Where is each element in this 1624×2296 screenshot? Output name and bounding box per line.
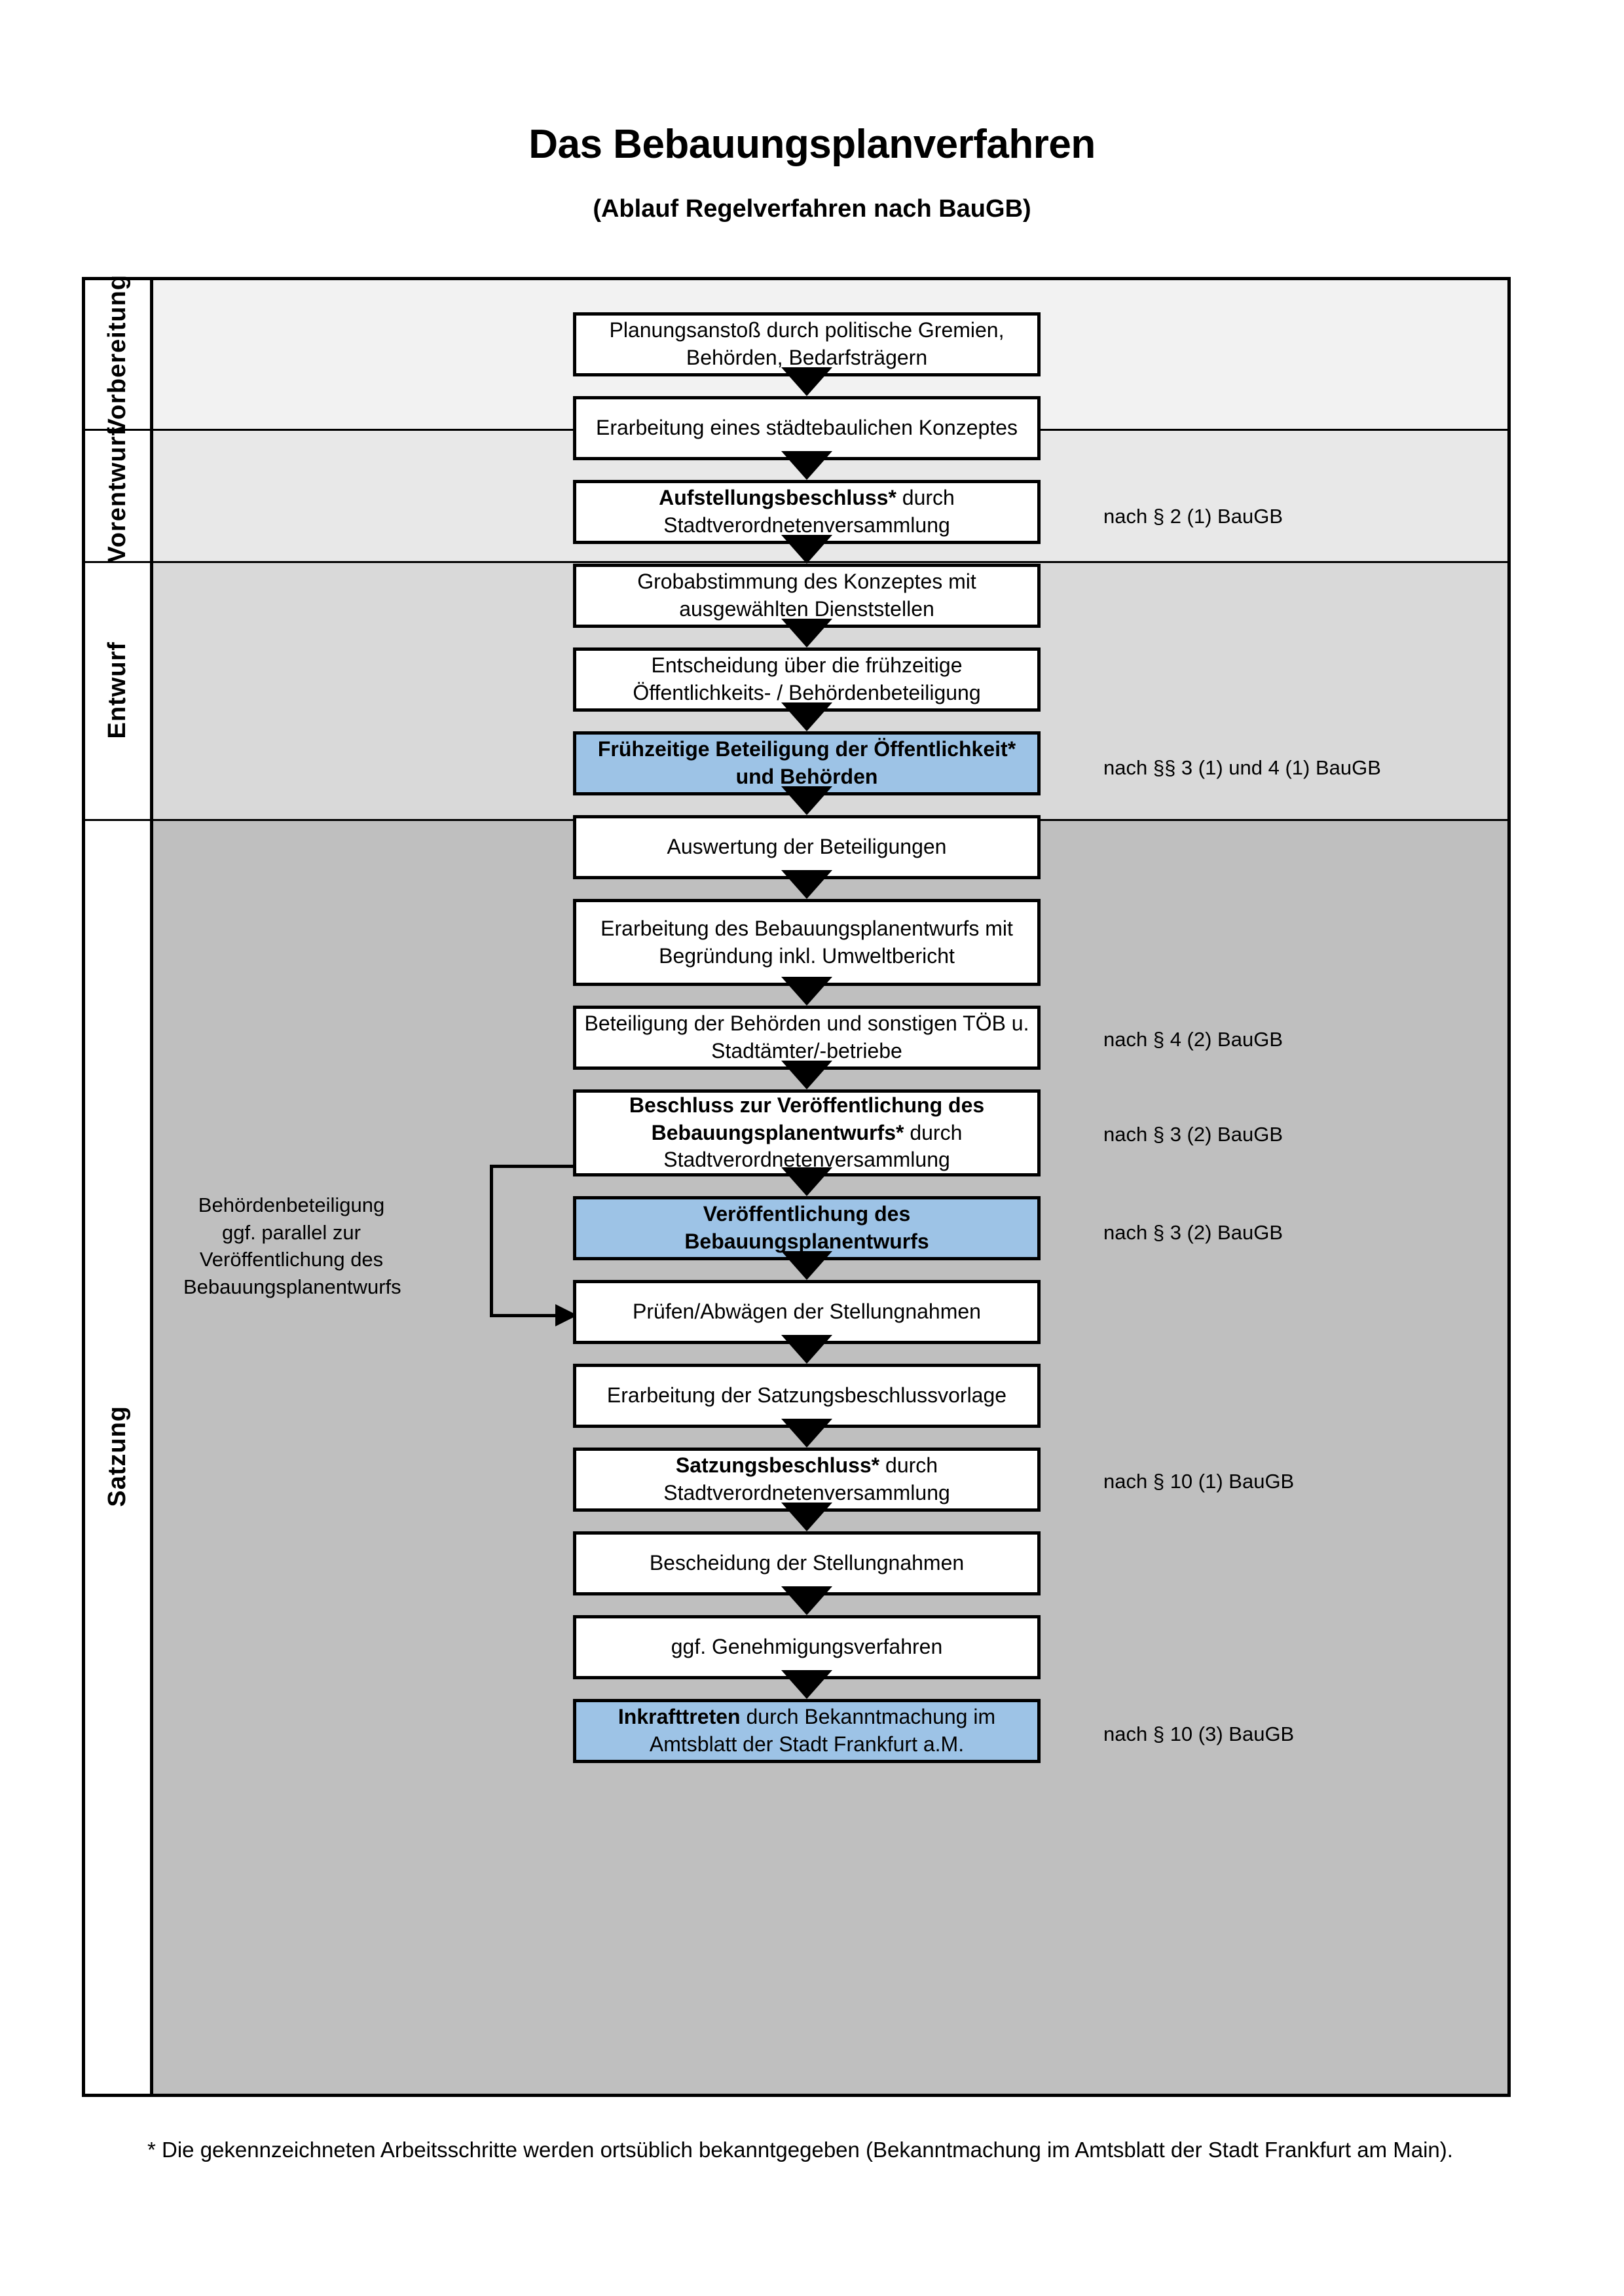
- flow-arrow-down: [781, 977, 832, 1006]
- connector-line-bottom: [490, 1314, 555, 1317]
- parallel-process-connector: [490, 1165, 581, 1326]
- legal-ref-beschluss: nach § 3 (2) BauGB: [1103, 1123, 1283, 1146]
- step-text: Aufstellungsbeschluss* durch Stadtverord…: [583, 484, 1031, 539]
- step-text: ggf. Genehmigungsverfahren: [671, 1635, 943, 1659]
- legal-ref-inkrafttreten: nach § 10 (3) BauGB: [1103, 1722, 1295, 1745]
- flow-arrow-down: [781, 451, 832, 480]
- connector-line-vert: [490, 1165, 493, 1317]
- step-box-beschluss-veroeffentlichung[interactable]: Beschluss zur Veröffentlichung des Bebau…: [573, 1089, 1041, 1176]
- page-subtitle: (Ablauf Regelverfahren nach BauGB): [593, 195, 1031, 223]
- legal-ref-satzungsbeschluss: nach § 10 (1) BauGB: [1103, 1470, 1295, 1493]
- step-text-bold: Frühzeitige Beteiligung der Öffentlichke…: [597, 737, 1016, 788]
- step-box-fruehzeitige-beteiligung[interactable]: Frühzeitige Beteiligung der Öffentlichke…: [573, 731, 1041, 795]
- step-text-bold: Veröffentlichung des Bebauungsplanentwur…: [684, 1202, 929, 1253]
- phase-label-text: Satzung: [103, 1406, 131, 1507]
- flow-arrow-down: [781, 1061, 832, 1089]
- step-text-rest: durch Stadtverordnetenversammlung: [663, 1453, 950, 1504]
- phase-label-vorbereitung: Vorbereitung: [85, 274, 153, 435]
- step-text: Bescheidung der Stellungnahmen: [649, 1551, 965, 1575]
- flow-arrow-down: [781, 702, 832, 731]
- step-text: Inkrafttreten durch Bekanntmachung im Am…: [583, 1704, 1031, 1758]
- step-text: Prüfen/Abwägen der Stellungnahmen: [633, 1300, 981, 1324]
- step-text-rest: durch Bekanntmachung im Amtsblatt der St…: [649, 1705, 996, 1756]
- phase-label-satzung: Satzung: [85, 819, 153, 2094]
- phase-label-vorentwurf: Vorentwurf: [85, 427, 153, 563]
- step-text-bold: Beschluss zur Veröffentlichung des Bebau…: [629, 1093, 985, 1144]
- flow-arrow-down: [781, 1251, 832, 1280]
- step-text: Erarbeitung der Satzungsbeschlussvorlage: [606, 1383, 1007, 1408]
- legal-ref-veroeffentlichung: nach § 3 (2) BauGB: [1103, 1221, 1283, 1244]
- step-box-konzept[interactable]: Erarbeitung eines städtebaulichen Konzep…: [573, 396, 1041, 460]
- step-text: Grobabstimmung des Konzeptes mit ausgewä…: [637, 570, 976, 621]
- phase-label-text: Vorentwurf: [103, 427, 131, 563]
- step-box-toeb-beteiligung[interactable]: Beteiligung der Behörden und sonstigen T…: [573, 1006, 1041, 1070]
- step-box-pruefen-abwaegen[interactable]: Prüfen/Abwägen der Stellungnahmen: [573, 1280, 1041, 1344]
- side-note-behoerdenbeteiligung: Behördenbeteiligung ggf. parallel zur Ve…: [183, 1194, 401, 1298]
- flow-arrow-down: [781, 870, 832, 899]
- step-box-inkrafttreten[interactable]: Inkrafttreten durch Bekanntmachung im Am…: [573, 1699, 1041, 1763]
- step-text: Erarbeitung eines städtebaulichen Konzep…: [596, 416, 1018, 440]
- connector-line-top: [490, 1165, 581, 1168]
- step-text: Auswertung der Beteiligungen: [667, 835, 947, 859]
- step-box-satzungsbeschluss[interactable]: Satzungsbeschluss* durch Stadtverordnete…: [573, 1448, 1041, 1512]
- step-text: Entscheidung über die frühzeitige Öffent…: [633, 653, 981, 704]
- step-text: Satzungsbeschluss* durch Stadtverordnete…: [583, 1452, 1031, 1506]
- phase-label-entwurf: Entwurf: [85, 561, 153, 819]
- step-box-planungsanstoss[interactable]: Planungsanstoß durch politische Gremien,…: [573, 312, 1041, 376]
- title-block: Das Bebauungsplanverfahren (Ablauf Regel…: [0, 121, 1624, 223]
- phase-label-text: Entwurf: [103, 641, 131, 739]
- flow-arrow-down: [781, 1335, 832, 1364]
- flow-arrow-down: [781, 1670, 832, 1699]
- flow-arrow-down: [781, 619, 832, 647]
- legal-ref-toeb: nach § 4 (2) BauGB: [1103, 1028, 1283, 1051]
- step-text: Erarbeitung des Bebauungsplanentwurfs mi…: [600, 916, 1013, 968]
- step-box-aufstellungsbeschluss[interactable]: Aufstellungsbeschluss* durch Stadtverord…: [573, 480, 1041, 544]
- phase-label-text: Vorbereitung: [103, 274, 131, 435]
- flow-arrow-down: [781, 535, 832, 564]
- step-text-bold: Aufstellungsbeschluss*: [659, 486, 896, 510]
- step-text-bold: Inkrafttreten: [618, 1705, 741, 1729]
- step-text: Planungsanstoß durch politische Gremien,…: [609, 318, 1005, 369]
- step-box-auswertung[interactable]: Auswertung der Beteiligungen: [573, 815, 1041, 879]
- legal-ref-fruehzeitige: nach §§ 3 (1) und 4 (1) BauGB: [1103, 756, 1381, 779]
- step-box-genehmigungsverfahren[interactable]: ggf. Genehmigungsverfahren: [573, 1615, 1041, 1679]
- flow-arrow-down: [781, 1419, 832, 1448]
- flowchart-frame: Vorbereitung Vorentwurf Entwurf Satzung …: [82, 274, 1511, 2097]
- legal-ref-aufstellungsbeschluss: nach § 2 (1) BauGB: [1103, 505, 1283, 528]
- flow-arrow-down: [781, 786, 832, 815]
- flow-arrow-down: [781, 1167, 832, 1196]
- step-text: Beteiligung der Behörden und sonstigen T…: [584, 1011, 1029, 1063]
- flow-arrow-down: [781, 367, 832, 396]
- page-title: Das Bebauungsplanverfahren: [528, 122, 1096, 167]
- footnote: * Die gekennzeichneten Arbeitsschritte w…: [147, 2138, 1453, 2162]
- flow-arrow-down: [781, 1503, 832, 1531]
- step-text-rest: durch Stadtverordnetenversammlung: [663, 486, 955, 537]
- step-text-bold: Satzungsbeschluss*: [675, 1453, 880, 1478]
- flow-arrow-down: [781, 1586, 832, 1615]
- step-text: Beschluss zur Veröffentlichung des Bebau…: [583, 1092, 1031, 1174]
- step-box-erarbeitung-entwurf[interactable]: Erarbeitung des Bebauungsplanentwurfs mi…: [573, 899, 1041, 986]
- step-box-veroeffentlichung[interactable]: Veröffentlichung des Bebauungsplanentwur…: [573, 1196, 1041, 1260]
